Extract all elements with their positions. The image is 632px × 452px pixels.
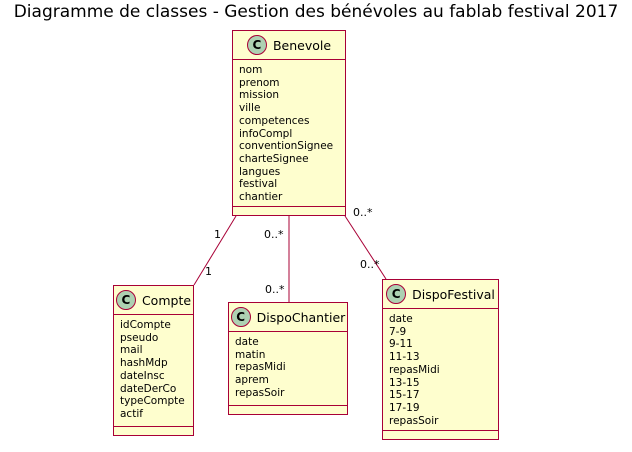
class-attribute: date (389, 313, 413, 325)
methods-compartment (383, 430, 498, 439)
class-header: C Benevole (233, 31, 345, 60)
class-attribute: prenom (239, 76, 280, 89)
class-attribute: idCompte (120, 319, 171, 331)
class-attribute: repasMidi (235, 361, 286, 374)
association-benevole-compte (193, 215, 237, 286)
multiplicity-benevole-compte-target: 1 (205, 265, 212, 278)
class-stereotype-icon: C (115, 290, 136, 310)
class-attribute: 7-9 (389, 325, 407, 338)
class-attribute: 17-19 (389, 401, 420, 414)
multiplicity-benevole-compte-source: 1 (214, 228, 221, 241)
class-attribute: charteSignee (239, 152, 309, 165)
class-attribute: conventionSignee (239, 140, 334, 153)
class-attribute: hashMdp (120, 357, 168, 370)
class-stereotype-icon: C (386, 284, 407, 304)
class-attribute: date (235, 336, 259, 348)
class-attribute: mission (239, 89, 280, 102)
class-attribute: 9-11 (389, 338, 413, 351)
methods-compartment (233, 206, 345, 215)
class-stereotype-icon: C (230, 307, 251, 327)
class-attribute: dateInsc (120, 369, 165, 382)
multiplicity-benevole-dispochantier-source: 0..* (264, 228, 284, 241)
methods-compartment (114, 426, 193, 435)
multiplicity-benevole-dispofestival-source: 0..* (353, 206, 373, 219)
methods-compartment (229, 405, 347, 414)
class-name: DispoFestival (412, 286, 495, 302)
class-attribute: langues (239, 165, 281, 178)
class-header: C DispoFestival (383, 280, 498, 309)
class-attribute: mail (120, 344, 143, 357)
class-attribute: 13-15 (389, 376, 420, 389)
multiplicity-benevole-dispochantier-target: 0..* (265, 283, 285, 296)
class-name: Compte (141, 292, 192, 308)
class-attribute: 15-17 (389, 389, 420, 402)
class-header: C Compte (114, 286, 193, 315)
class-attribute: repasMidi (389, 363, 440, 376)
class-attribute: chantier (239, 191, 283, 204)
class-attribute: typeCompte (120, 395, 185, 408)
association-benevole-dispofestival (344, 215, 387, 280)
class-attribute: pseudo (120, 331, 159, 344)
class-header: C DispoChantier (229, 303, 347, 332)
class-name: Benevole (272, 37, 332, 53)
class-attribute: competences (239, 114, 310, 127)
class-attribute: 11-13 (389, 351, 420, 364)
class-stereotype-icon: C (246, 35, 267, 55)
class-attribute: festival (239, 178, 278, 191)
class-attribute: repasSoir (235, 386, 285, 399)
class-attribute: actif (120, 407, 143, 420)
class-attribute: repasSoir (389, 414, 439, 427)
class-attribute: aprem (235, 374, 269, 387)
class-attribute: ville (239, 102, 261, 115)
class-name: DispoChantier (256, 309, 346, 325)
diagram-title: Diagramme de classes - Gestion des bénév… (13, 2, 619, 22)
class-attribute: nom (239, 64, 263, 76)
class-attribute: matin (235, 348, 266, 361)
class-attribute: infoCompl (239, 127, 293, 140)
class-attribute: dateDerCo (120, 382, 177, 395)
multiplicity-benevole-dispofestival-target: 0..* (360, 258, 380, 271)
